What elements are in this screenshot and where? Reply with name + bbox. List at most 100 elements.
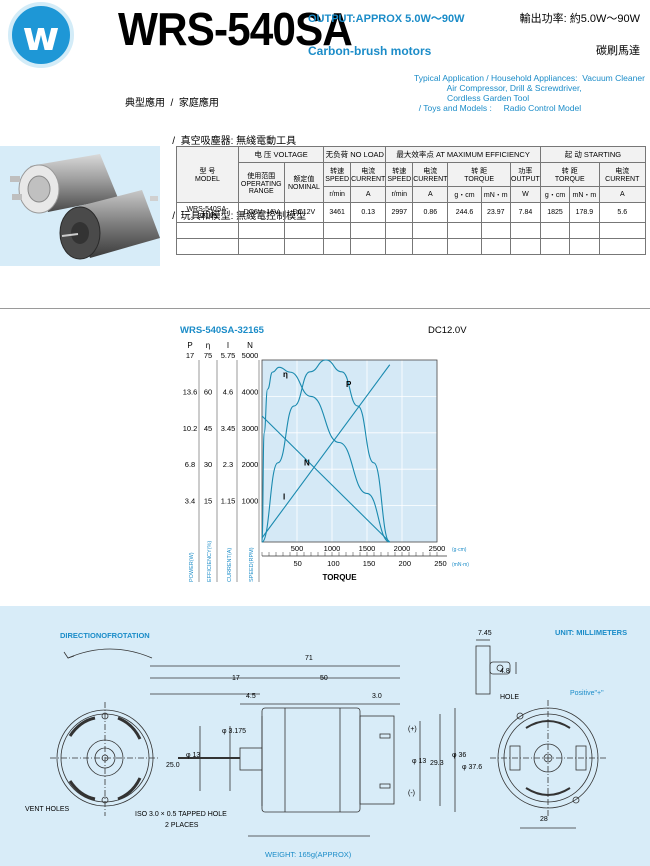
dimension-drawing xyxy=(50,639,606,837)
x-unit-gcm: (g·cm) xyxy=(452,547,467,553)
x-unit-mnm: (mN·m) xyxy=(452,562,469,568)
y-tick-label: 5.75 xyxy=(221,351,236,360)
app-en-line: Typical Application / Household Applianc… xyxy=(414,73,645,83)
cell-nominal: DC12V xyxy=(283,202,325,223)
dim-17: 17 xyxy=(232,675,240,682)
chart-y-axes: P1713.610.26.83.4POWER(W)η7560453015EFFI… xyxy=(183,341,260,582)
tapped-hole-label: ISO 3.0 × 0.5 TAPPED HOLE xyxy=(135,811,227,818)
terminal-detail xyxy=(475,639,517,695)
curve-label-I: I xyxy=(283,492,285,501)
unit-cell: r/min xyxy=(385,186,414,203)
th-nominal-en: NOMINAL xyxy=(287,184,320,191)
x-tick-label-mnm: 50 xyxy=(294,559,302,568)
cell-st-current: 5.6 xyxy=(598,202,647,223)
th-starting: 起 动 STARTING xyxy=(539,146,647,163)
x-axis-label: TORQUE xyxy=(322,573,357,582)
app-en-line: / Toys and Models : Radio Control Model xyxy=(414,103,582,113)
cell-me-speed: 2997 xyxy=(385,202,414,223)
th-speed-en: SPEED xyxy=(325,176,350,183)
cell-st-torque-mnm: 178.9 xyxy=(569,202,600,223)
chart-title: WRS-540SA-32165 xyxy=(180,325,264,336)
tapped-hole-count: 2 PLACES xyxy=(165,822,199,829)
y-tick-label: 15 xyxy=(204,497,212,506)
unit-cell: mN・m xyxy=(569,186,600,203)
x-tick-label-mnm: 150 xyxy=(363,559,376,568)
y-tick-label: 75 xyxy=(204,351,212,360)
curve-label-eta: η xyxy=(283,370,288,379)
positive-label: Positive"+" xyxy=(570,690,604,697)
cell-operating: DC6V~16V xyxy=(237,202,285,223)
cell-st-torque-gcm: 1825 xyxy=(539,202,571,223)
cell-me-torque-gcm: 244.6 xyxy=(447,202,482,223)
dim-shaft-diameter: φ 3.175 xyxy=(222,728,247,735)
unit-cell: W xyxy=(509,186,541,203)
th-operating-zh: 使用范围 xyxy=(247,172,276,180)
arrow-head xyxy=(63,651,75,659)
unit-cell: mN・m xyxy=(480,186,511,203)
th-model-en: MODEL xyxy=(194,176,220,183)
th-model: 型 号 MODEL xyxy=(176,146,239,203)
unit-label: UNIT: MILLIMETERS xyxy=(555,628,628,637)
weight-label: WEIGHT: 165g(APPROX) xyxy=(265,850,352,859)
plot-area xyxy=(262,360,437,542)
terminal-plus: (+) xyxy=(408,726,417,733)
x-tick-label-gcm: 500 xyxy=(291,544,304,553)
dim-25-0: 25.0 xyxy=(166,762,180,769)
output-range-en: OUTPUT:APPROX 5.0W～90W xyxy=(308,13,465,25)
rotation-arrow xyxy=(67,648,153,659)
app-en-line: Air Compressor, Drill & Screwdriver, xyxy=(414,83,582,93)
unit-cell: A xyxy=(412,186,449,203)
right-end-view xyxy=(490,700,606,829)
th-current-zh: 电流 xyxy=(423,168,438,175)
spec-table: 型 号 MODEL 电 压 VOLTAGE 无负荷 NO LOAD 最大效率点 … xyxy=(176,146,647,255)
y-tick-label: 13.6 xyxy=(183,387,198,396)
cell-nl-current: 0.13 xyxy=(350,202,387,223)
table-row xyxy=(176,238,647,255)
y-axis-caption: EFFICIENCY(%) xyxy=(207,541,213,582)
dim-4-8: 4.8 xyxy=(500,668,510,675)
plot-border xyxy=(261,359,438,543)
cell-nl-speed: 3461 xyxy=(323,202,352,223)
th-current-zh: 电流 xyxy=(361,168,376,175)
unit-cell: g・cm xyxy=(447,186,482,203)
th-current-zh: 电流 xyxy=(615,168,630,175)
series-name-en: Carbon-brush motors xyxy=(308,44,432,58)
unit-cell: A xyxy=(598,186,647,203)
curve-label-P: P xyxy=(346,380,352,389)
cell-model: WRS-540SA-32165 xyxy=(176,202,239,223)
chart-voltage: DC12.0V xyxy=(428,325,467,336)
y-tick-label: 3.4 xyxy=(185,497,195,506)
x-tick-label-mnm: 100 xyxy=(327,559,340,568)
y-axis-caption: SPEED(RPM) xyxy=(249,547,255,582)
y-tick-label: 1000 xyxy=(242,497,259,506)
th-no-load: 无负荷 NO LOAD xyxy=(323,146,387,163)
th-voltage: 电 压 VOLTAGE xyxy=(237,146,325,163)
unit-cell: r/min xyxy=(323,186,352,203)
th-operating: 使用范围 OPERATING RANGE xyxy=(237,162,285,203)
y-tick-label: 60 xyxy=(204,387,212,396)
curve-eta xyxy=(261,366,390,543)
y-tick-label: 17 xyxy=(186,351,194,360)
y-axis-caption: POWER(W) xyxy=(189,552,195,582)
th-torque-zh: 转 距 xyxy=(471,168,488,175)
th-torque-en: TORQUE xyxy=(464,176,495,183)
unit-cell: g・cm xyxy=(539,186,571,203)
dim-50: 50 xyxy=(320,675,328,682)
y-axis-caption: CURRENT(A) xyxy=(227,548,233,582)
rotation-label: DIRECTIONOFROTATION xyxy=(60,631,150,640)
section-divider xyxy=(0,308,650,309)
hole-label: HOLE xyxy=(500,694,520,701)
y-tick-label: 3000 xyxy=(242,424,259,433)
y-tick-label: 2.3 xyxy=(223,460,233,469)
y-tick-label: 30 xyxy=(204,460,212,469)
th-speed-zh: 转速 xyxy=(392,168,407,175)
x-tick-label-gcm: 1500 xyxy=(359,544,376,553)
y-tick-label: 2000 xyxy=(242,460,259,469)
logo-letter: w xyxy=(22,14,60,60)
output-range-zh: 輸出功率: 約5.0W～90W xyxy=(519,13,640,25)
vent-holes-label: VENT HOLES xyxy=(25,806,70,813)
